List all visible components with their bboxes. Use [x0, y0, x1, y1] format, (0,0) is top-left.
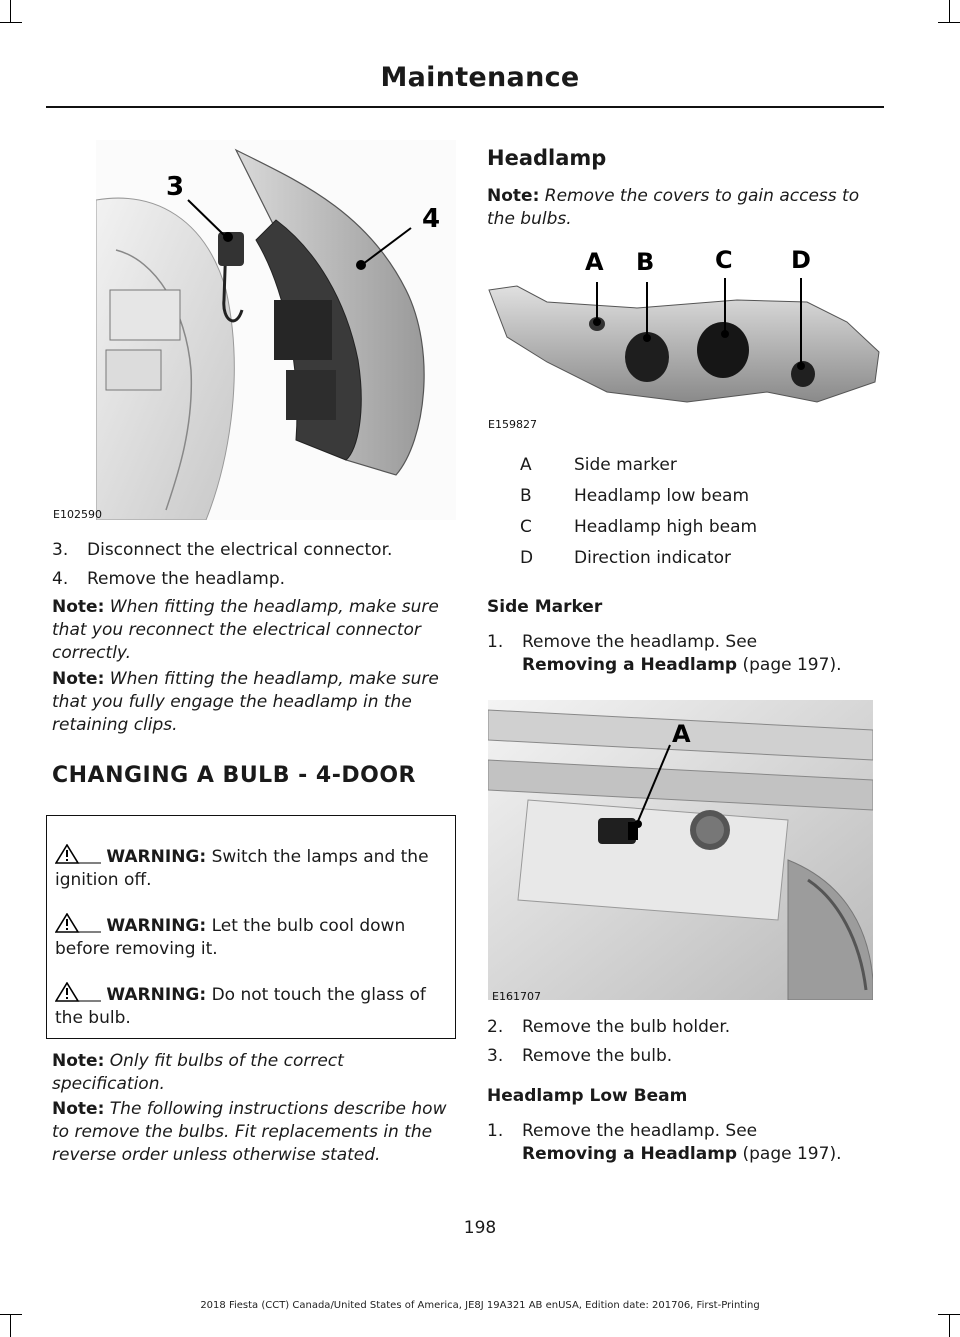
crop-mark	[0, 1314, 22, 1315]
page-number: 198	[463, 1218, 497, 1238]
crop-mark	[0, 22, 22, 23]
note-text: When fitting the headlamp, make sure tha…	[52, 669, 439, 735]
callout-d: D	[791, 246, 811, 274]
callout-3: 3	[166, 172, 184, 202]
warning-triangle-icon	[55, 844, 101, 864]
note-text: Remove the covers to gain access to the …	[487, 186, 860, 229]
warning-item: WARNING: Switch the lamps and the igniti…	[55, 844, 445, 892]
step-number: 4.	[52, 569, 69, 589]
callout-a: A	[672, 720, 691, 748]
low-beam-title: Headlamp Low Beam	[487, 1086, 688, 1106]
step-text: Remove the bulb holder.	[522, 1017, 731, 1037]
warning-text: Do not touch the glass of the bulb.	[55, 985, 426, 1028]
step-text: Disconnect the electrical connector.	[87, 540, 393, 560]
crop-mark	[938, 22, 960, 23]
note-covers: Note: Remove the covers to gain access t…	[487, 185, 882, 231]
figure-code: E102590	[53, 508, 102, 521]
callout-a: A	[585, 248, 604, 276]
warning-item: WARNING: Do not touch the glass of the b…	[55, 982, 445, 1030]
note-label: Note:	[52, 669, 105, 689]
side-marker-illustration: A	[487, 700, 874, 1001]
step-number: 3.	[487, 1046, 504, 1066]
figure-headlamp-bulbs: A B C D	[487, 242, 883, 418]
figure-side-marker: A	[487, 700, 874, 1001]
note-retaining-clips: Note: When fitting the headlamp, make su…	[52, 668, 452, 737]
callout-4: 4	[422, 204, 440, 234]
step-number: 2.	[487, 1017, 504, 1037]
warning-label: WARNING:	[106, 847, 207, 867]
page-reference: (page 197).	[742, 1144, 842, 1164]
warning-label: WARNING:	[106, 985, 207, 1005]
warning-triangle-icon	[55, 982, 101, 1002]
headlamp-removal-illustration: 3 4	[95, 140, 456, 521]
note-label: Note:	[52, 1099, 105, 1119]
edition-footer: 2018 Fiesta (CCT) Canada/United States o…	[200, 1300, 760, 1311]
crop-mark	[10, 0, 11, 22]
warning-triangle-icon	[55, 913, 101, 933]
warning-text: Switch the lamps and the ignition off.	[55, 847, 429, 890]
headlamp-bulbs-illustration: A B C D	[488, 246, 880, 403]
crop-mark	[938, 1314, 960, 1315]
warning-label: WARNING:	[106, 916, 207, 936]
legend-key: A	[520, 455, 532, 475]
warning-item: WARNING: Let the bulb cool down before r…	[55, 913, 445, 961]
legend-key: D	[520, 548, 534, 568]
header-rule	[46, 106, 884, 108]
step-number: 1.	[487, 1121, 504, 1141]
note-text: When fitting the headlamp, make sure tha…	[52, 597, 439, 663]
legend-value: Headlamp high beam	[574, 517, 758, 537]
note-label: Note:	[52, 597, 105, 617]
page-reference: (page 197).	[742, 655, 842, 675]
warning-text: Let the bulb cool down before removing i…	[55, 916, 406, 959]
note-instructions: Note: The following instructions describ…	[52, 1098, 458, 1167]
legend-value: Side marker	[574, 455, 677, 475]
section-title: CHANGING A BULB - 4-DOOR	[52, 763, 416, 788]
note-correct-bulbs: Note: Only fit bulbs of the correct spec…	[52, 1050, 432, 1096]
step-text: Remove the headlamp. See	[522, 1121, 758, 1141]
figure-headlamp-removal: 3 4	[95, 140, 456, 521]
callout-b: B	[636, 248, 654, 276]
note-label: Note:	[52, 1051, 105, 1071]
legend-key: B	[520, 486, 532, 506]
step-text: Remove the headlamp.	[87, 569, 286, 589]
cross-reference-link[interactable]: Removing a Headlamp	[522, 655, 738, 675]
step-text: Remove the bulb.	[522, 1046, 673, 1066]
page-title: Maintenance	[380, 62, 580, 93]
crop-mark	[949, 0, 950, 22]
figure-code: E161707	[492, 990, 541, 1003]
legend-value: Direction indicator	[574, 548, 732, 568]
headlamp-title: Headlamp	[487, 146, 607, 170]
note-text: Only fit bulbs of the correct specificat…	[52, 1051, 344, 1094]
crop-mark	[10, 1315, 11, 1337]
step-number: 1.	[487, 632, 504, 652]
note-reconnect: Note: When fitting the headlamp, make su…	[52, 596, 444, 665]
note-label: Note:	[487, 186, 540, 206]
figure-code: E159827	[488, 418, 537, 431]
side-marker-title: Side Marker	[487, 597, 603, 617]
crop-mark	[949, 1315, 950, 1337]
legend-value: Headlamp low beam	[574, 486, 750, 506]
legend-key: C	[520, 517, 532, 537]
step-number: 3.	[52, 540, 69, 560]
warning-box: WARNING: Switch the lamps and the igniti…	[46, 815, 456, 1039]
step-text: Remove the headlamp. See	[522, 632, 758, 652]
note-text: The following instructions describe how …	[52, 1099, 447, 1165]
callout-c: C	[715, 246, 733, 274]
cross-reference-link[interactable]: Removing a Headlamp	[522, 1144, 738, 1164]
